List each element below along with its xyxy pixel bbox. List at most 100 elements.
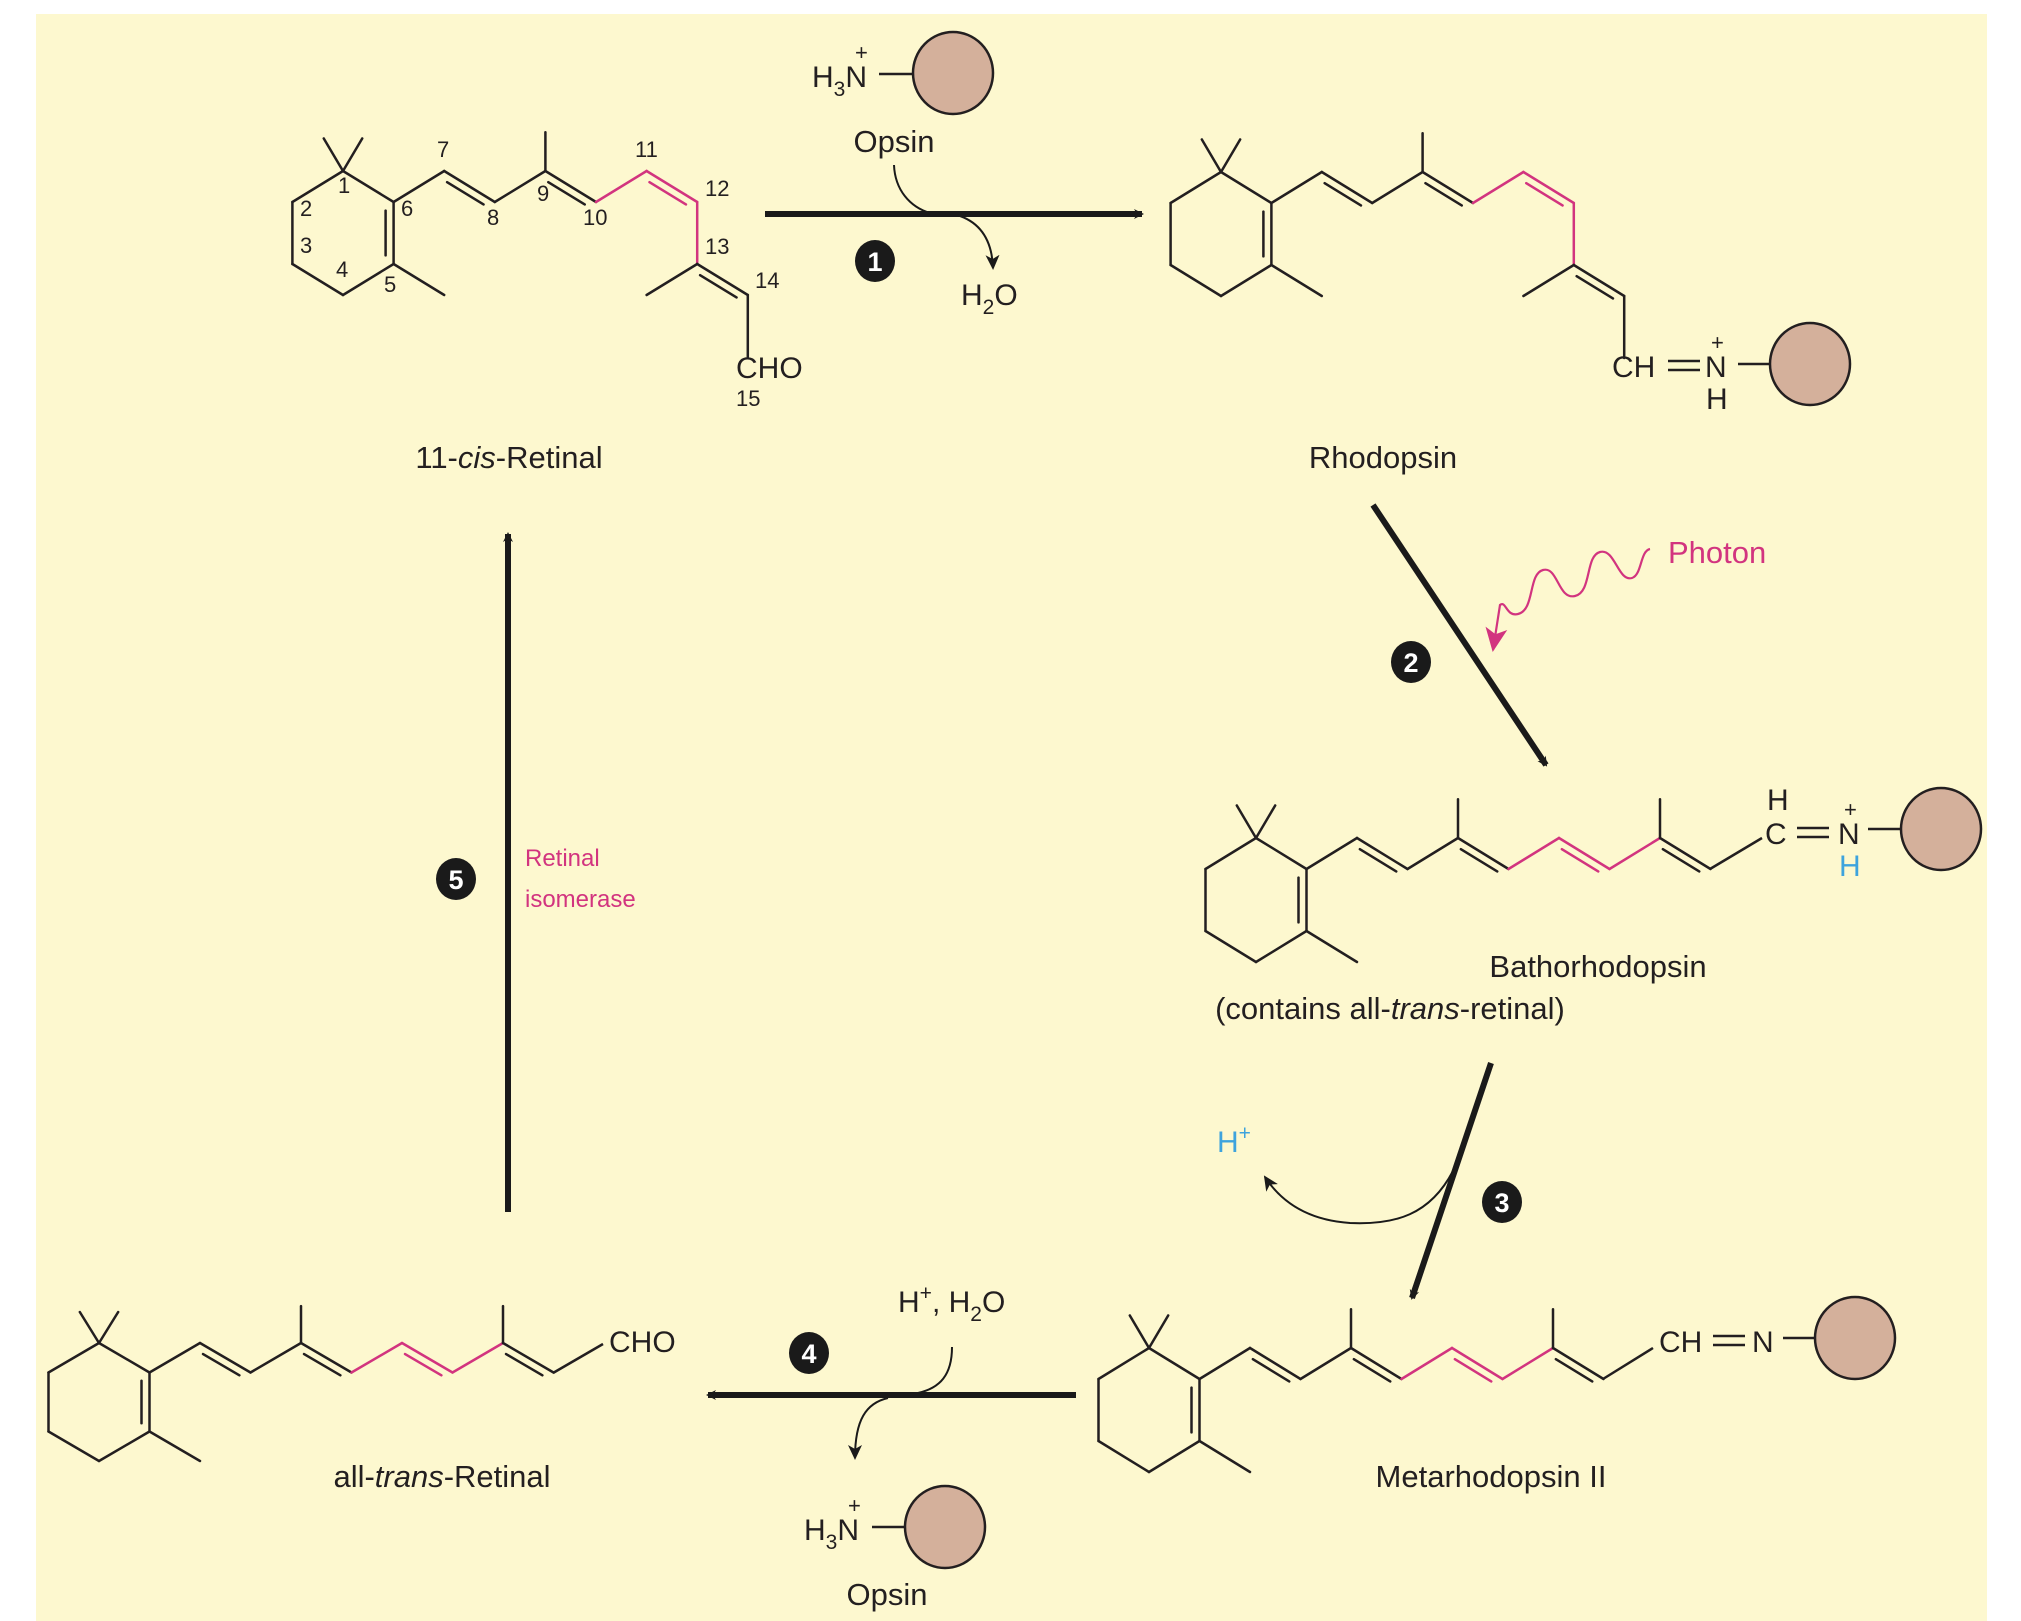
bond: [1471, 170, 1525, 205]
step-4-reaction: H+, H2O 4 H3N + Opsin: [706, 1282, 1076, 1612]
svg-text:1: 1: [867, 247, 882, 277]
carbon-number: 12: [705, 176, 729, 201]
nitrogen: N: [1752, 1326, 1774, 1359]
carbon-number: 5: [384, 272, 396, 297]
aldehyde-group: CHO: [609, 1326, 676, 1359]
carbon-number: 1: [338, 173, 350, 198]
bond: [1270, 170, 1324, 205]
bond: [1406, 836, 1460, 871]
double-bond-line: [1323, 181, 1363, 207]
carbon-number: 8: [487, 205, 499, 230]
bond: [501, 1341, 555, 1374]
double-bond-line: [1424, 181, 1464, 207]
opsin-protein: [911, 30, 995, 116]
double-bond-line: [1453, 1357, 1493, 1383]
bond: [1507, 836, 1561, 871]
bond: [47, 1430, 101, 1463]
bond: [695, 262, 750, 297]
step-1-reaction: H3N + Opsin H2O 1: [765, 30, 1144, 319]
bond: [291, 169, 345, 204]
bond: [1147, 1346, 1201, 1381]
svg-text:4: 4: [801, 1339, 816, 1369]
double-bond-line: [1358, 847, 1398, 873]
bond: [341, 137, 364, 173]
bond: [544, 169, 598, 204]
bond: [341, 262, 395, 297]
bond: [1299, 1346, 1353, 1381]
nitrogen: N: [1705, 351, 1727, 384]
bond: [291, 262, 345, 297]
bond: [1450, 1346, 1504, 1381]
bond: [97, 1341, 151, 1374]
proton-byproduct: H+: [1217, 1122, 1251, 1159]
bond: [1219, 138, 1242, 174]
bond: [1551, 1346, 1605, 1381]
carbon-number: 10: [583, 205, 607, 230]
bond: [341, 169, 395, 204]
trans-retinal-label: all-trans-Retinal: [333, 1459, 550, 1494]
proton-out-curve: [1263, 1170, 1454, 1225]
bond: [97, 1430, 151, 1463]
bond: [442, 169, 497, 204]
background-panel: [36, 14, 1987, 1621]
bathorhodopsin-structure: [1204, 798, 1712, 964]
hydrogen: H: [1767, 784, 1789, 817]
ch-group: CH: [1612, 351, 1655, 384]
bond: [451, 1341, 505, 1374]
opsin-label: Opsin: [847, 1577, 928, 1612]
bond: [1248, 1346, 1302, 1381]
bond: [198, 1341, 252, 1374]
opsin-protein: [1768, 321, 1852, 407]
rhodopsin-label: Rhodopsin: [1309, 440, 1457, 475]
bond: [1254, 929, 1308, 964]
double-bond-line: [504, 1352, 544, 1377]
bond: [148, 1341, 202, 1374]
svg-text:5: 5: [448, 865, 463, 895]
double-bond-line: [1459, 847, 1499, 873]
bond: [1522, 170, 1576, 205]
double-bond-line: [1661, 847, 1701, 873]
bond: [1305, 929, 1359, 964]
carbon-number: 13: [705, 234, 729, 259]
enzyme-label-line1: Retinal: [525, 845, 600, 872]
carbon-number: 9: [537, 181, 549, 206]
bond: [350, 1341, 404, 1374]
rhodopsin-schiff-base: CH N + H: [1612, 321, 1852, 416]
bond: [1572, 263, 1626, 298]
opsin-label: Opsin: [854, 124, 935, 159]
bond: [493, 169, 547, 204]
photon-label: Photon: [1668, 535, 1766, 570]
positive-charge: +: [1711, 330, 1724, 355]
bond: [1501, 1346, 1555, 1381]
positive-charge: +: [848, 1493, 861, 1518]
bond: [1147, 1439, 1201, 1474]
bond: [1128, 1314, 1151, 1350]
bond: [645, 262, 699, 297]
step-2-badge: 2: [1391, 641, 1431, 683]
bond: [322, 137, 345, 173]
bond: [1421, 170, 1475, 205]
bond: [1200, 138, 1223, 174]
svg-text:2: 2: [1403, 648, 1418, 678]
bond: [1456, 836, 1510, 871]
rhodopsin-structure: [1169, 132, 1626, 360]
positive-charge: +: [1844, 797, 1857, 822]
photon-wave-icon: [1485, 547, 1651, 652]
bond: [78, 1310, 101, 1345]
bond: [1370, 170, 1424, 205]
svg-text:3: 3: [1494, 1188, 1509, 1218]
carbon-number: 2: [300, 196, 312, 221]
bond: [1097, 1439, 1151, 1474]
bond: [1219, 170, 1273, 205]
bond: [1169, 263, 1223, 298]
step-5-badge: 5: [436, 858, 476, 900]
double-bond-line: [1554, 1357, 1594, 1383]
bond: [1254, 804, 1277, 840]
bathorhodopsin-schiff-base: C H N + H: [1709, 784, 1983, 883]
step-3-arrow: [1409, 1062, 1494, 1300]
positive-charge: +: [855, 40, 868, 65]
double-bond-line: [1352, 1357, 1392, 1383]
double-bond-line: [403, 1352, 443, 1377]
bond: [1219, 263, 1273, 298]
